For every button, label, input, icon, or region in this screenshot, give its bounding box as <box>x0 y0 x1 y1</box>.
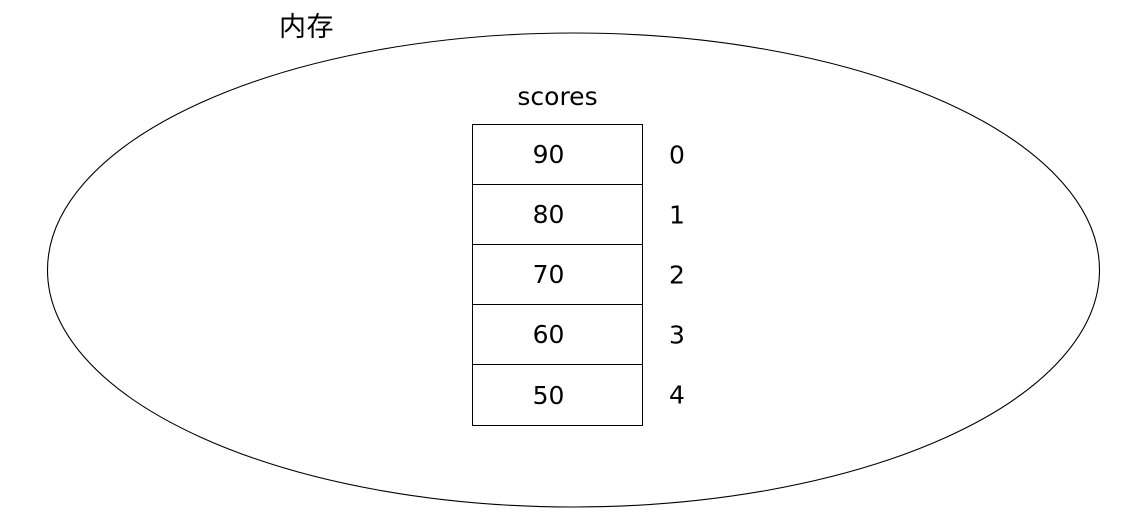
array-index-label: 1 <box>669 200 685 229</box>
array-cell-1: 80 1 <box>473 185 685 245</box>
array-cell-3: 60 3 <box>473 305 685 365</box>
array-table: 90 0 80 1 70 2 60 3 50 4 <box>472 124 685 426</box>
array-name-label: scores <box>517 82 598 111</box>
array-cell-value: 80 <box>532 200 565 229</box>
array-cell-value: 60 <box>532 320 565 349</box>
array-index-label: 2 <box>669 260 685 289</box>
array-cell-2: 70 2 <box>473 245 685 305</box>
array-cell-value: 90 <box>532 140 565 169</box>
array-index-label: 0 <box>669 140 685 169</box>
array-cell-value: 70 <box>532 260 565 289</box>
array-cell-value: 50 <box>532 380 565 410</box>
array-index-label: 3 <box>669 320 685 349</box>
array-cell-4: 50 4 <box>473 365 685 425</box>
memory-ellipse-shape <box>46 32 1101 508</box>
array-index-label: 4 <box>669 380 685 410</box>
memory-label: 内存 <box>279 12 334 43</box>
array-cell-0: 90 0 <box>473 125 685 185</box>
